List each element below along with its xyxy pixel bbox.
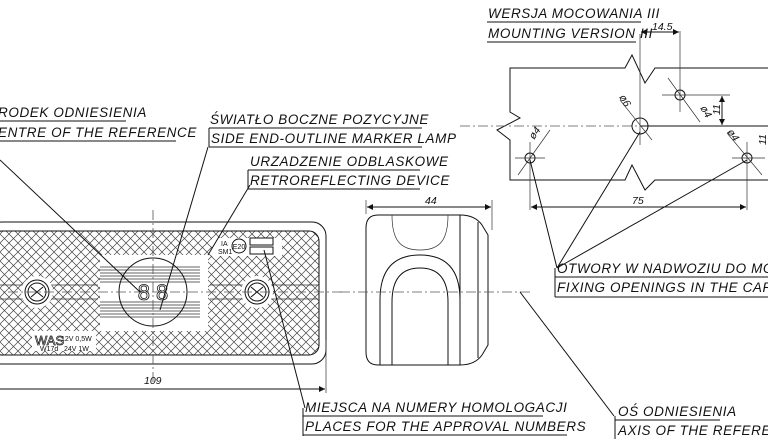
spacing-dimension: 75 [632,195,644,207]
rating-2: 24V 1W [64,346,89,353]
label-approval-places: MIEJSCA NA NUMERY HOMOLOGACJI PLACES FOR… [302,400,586,436]
label-pl: RODEK ODNIESIENIA [0,105,147,120]
vertical-dimension-1: 11 [711,104,723,115]
label-en: FIXING OPENINGS IN THE CARRI [557,280,768,295]
hole-left-diameter: ø4 [527,125,544,142]
label-marker-lamp: ŚWIATŁO BOCZNE POZYCYJNE SIDE END-OUTLIN… [208,112,457,148]
label-mounting-version: WERSJA MOCOWANIA III MOUNTING VERSION II… [487,6,660,43]
length-dimension: 109 [144,375,162,387]
label-en: PLACES FOR THE APPROVAL NUMBERS [305,419,586,434]
approval-number-box-1 [249,237,274,246]
lamp-outline [0,221,327,365]
hole-right-diameter: ø4 [725,127,742,144]
lamp-front-view: 8 8 IA SM1 E20 WAS 12V 0,5W W17d 24V 1W … [0,210,345,393]
label-pl: URZADZENIE ODBLASKOWE [250,154,449,169]
label-retroreflector: URZADZENIE ODBLASKOWE RETROREFLECTING DE… [247,154,450,190]
label-en: MOUNTING VERSION III [488,26,653,41]
leader-lines [0,131,748,417]
label-fixing-openings: OTWORY W NADWOZIU DO MOCO FIXING OPENING… [554,261,768,298]
label-en: ENTRE OF THE REFERENCE [0,125,197,140]
model-mark: W17d [40,346,58,353]
label-reference-axis: OŚ ODNIESIENIA AXIS OF THE REFEREN [614,404,768,439]
approval-number-box-2 [249,246,274,255]
brand-mark: WAS [35,333,64,348]
hole-top-diameter: ø4 [697,104,714,121]
label-reference-centre: RODEK ODNIESIENIA ENTRE OF THE REFERENCE [0,105,197,142]
offset-dimension: 14.5 [652,21,673,33]
label-pl: OŚ ODNIESIENIA [618,404,737,419]
lamp-side-view: 44 [340,195,530,366]
lamp-window [100,255,208,331]
mounting-drawing: 14.5 11 11 ø6 ø4 ø4 ø4 75 [460,21,768,210]
rating-1: 12V 0,5W [61,336,92,343]
label-en: SIDE END-OUTLINE MARKER LAMP [211,131,457,146]
approval-circle [231,238,247,254]
label-pl: ŚWIATŁO BOCZNE POZYCYJNE [210,112,429,127]
depth-dimension: 44 [425,195,437,207]
approval-mark: E20 [233,244,246,251]
label-pl: WERSJA MOCOWANIA III [488,6,660,21]
label-pl: OTWORY W NADWOZIU DO MOCO [557,261,768,276]
hole-center-diameter: ø6 [616,93,633,110]
vertical-dimension-2: 11 [757,134,768,145]
label-pl: MIEJSCA NA NUMERY HOMOLOGACJI [305,400,567,415]
label-en: RETROREFLECTING DEVICE [250,173,450,188]
class-mark-1: IA [221,241,228,248]
label-en: AXIS OF THE REFEREN [617,423,768,438]
class-mark-2: SM1 [218,249,233,256]
screw-left [21,276,53,308]
